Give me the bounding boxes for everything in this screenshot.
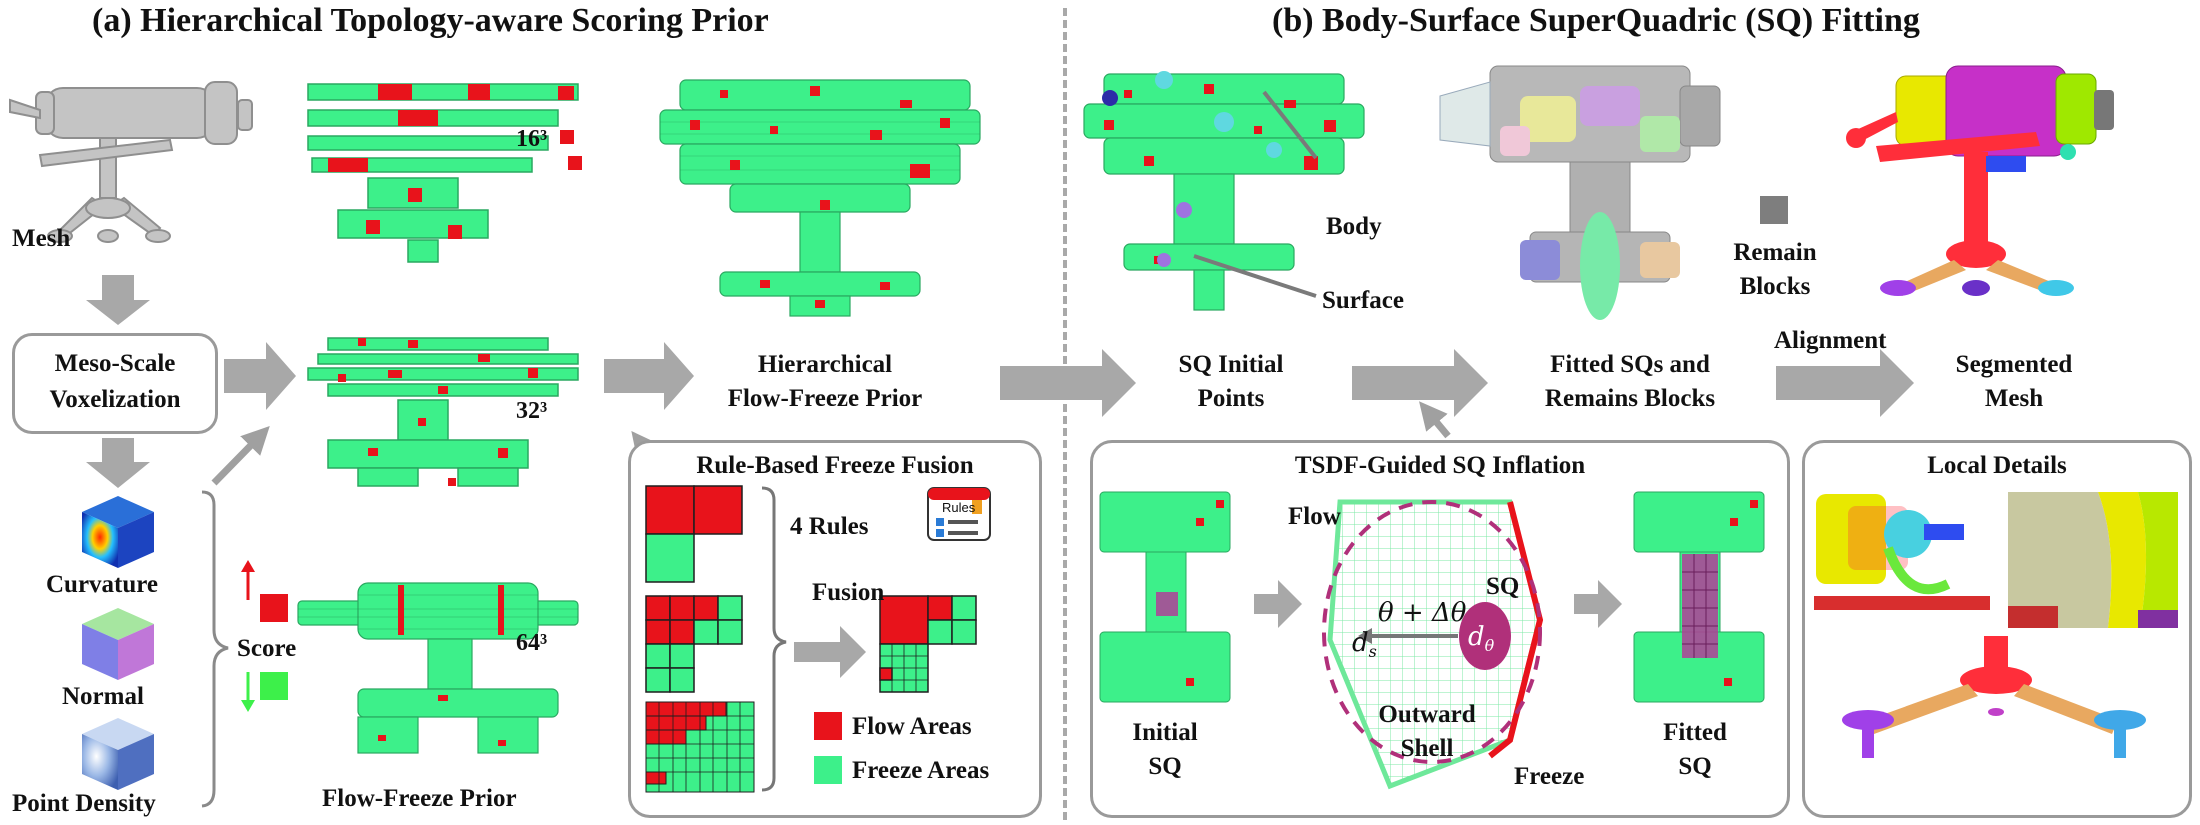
- alignment-label: Alignment: [1774, 327, 1887, 354]
- segmented-mesh-line2: Mesh: [1984, 384, 2044, 412]
- fitted-sqs-model: [1439, 65, 1788, 320]
- feature-bracket: [201, 490, 229, 808]
- hierarchical-prior-line2: Flow-Freeze Prior: [727, 384, 923, 412]
- voxel-grid-32: [307, 337, 579, 487]
- arrow-tsdf-diagonal: [1419, 401, 1451, 439]
- point-density-label: Point Density: [12, 790, 156, 817]
- ds-label: ds: [1352, 628, 1377, 661]
- tsdf-fitted-voxels: [1633, 491, 1765, 703]
- score-indicator: [241, 560, 288, 712]
- dtheta-symbol: d: [1468, 622, 1485, 652]
- arrow-fitted-to-segmented: [1776, 349, 1914, 417]
- initial-sq-line2: SQ: [1148, 752, 1182, 780]
- fitted-sqs-line1: Fitted SQs and: [1550, 351, 1710, 378]
- hierarchical-prior-line1: Hierarchical: [757, 351, 893, 378]
- rule-fusion-grids: [645, 485, 991, 793]
- outward-shell-line2: Shell: [1400, 734, 1454, 762]
- local-details-title: Local Details: [1927, 452, 2067, 479]
- remain-blocks-label: Remain Blocks: [1710, 236, 1840, 304]
- rules-count-label: 4 Rules: [790, 513, 869, 540]
- flow-freeze-prior-label: Flow-Freeze Prior: [322, 785, 517, 812]
- sq-initial-line1: SQ Initial: [1178, 351, 1284, 378]
- voxelization-box: Meso-Scale Voxelization: [12, 333, 218, 434]
- rules-icon-text: Rules: [942, 500, 976, 515]
- resolution-16: 16³: [516, 126, 548, 152]
- legend-flow-areas: Flow Areas: [852, 713, 972, 740]
- curvature-label: Curvature: [46, 571, 159, 598]
- title-right: (b) Body-Surface SuperQuadric (SQ) Fitti…: [1272, 2, 1920, 39]
- title-left: (a) Hierarchical Topology-aware Scoring …: [92, 2, 769, 39]
- sq-label: SQ: [1486, 573, 1520, 600]
- rule-fusion-title: Rule-Based Freeze Fusion: [696, 452, 974, 479]
- tsdf-inflation-diagram: [1254, 499, 1622, 790]
- local-details-renders: [1814, 492, 2178, 758]
- segmented-mesh-label: Segmented Mesh: [1944, 348, 2084, 416]
- surface-label: Surface: [1322, 287, 1404, 314]
- tsdf-title: TSDF-Guided SQ Inflation: [1294, 452, 1586, 479]
- arrow-score-diagonal: [211, 425, 270, 486]
- initial-sq-label: Initial SQ: [1120, 716, 1210, 784]
- arrow-sq-to-fitted: [1352, 349, 1488, 417]
- sq-initial-line2: Points: [1197, 384, 1265, 412]
- flow-label: Flow: [1288, 503, 1341, 530]
- voxelization-line2: Voxelization: [49, 386, 181, 414]
- arrow-voxel-to-features: [86, 438, 150, 488]
- fusion-label: Fusion: [812, 579, 885, 606]
- remain-blocks-line2: Blocks: [1739, 272, 1811, 300]
- sq-initial-voxels: [1083, 71, 1365, 311]
- dtheta-label: dθ: [1468, 622, 1494, 655]
- segmented-mesh-line1: Segmented: [1955, 351, 2073, 378]
- remain-block-swatch: [1760, 196, 1788, 224]
- fitted-sqs-line2: Remains Blocks: [1544, 384, 1716, 412]
- remain-blocks-line1: Remain: [1733, 239, 1817, 266]
- legend-freeze-areas: Freeze Areas: [852, 757, 990, 784]
- fitted-sq-label: Fitted SQ: [1650, 716, 1740, 784]
- fitted-sq-line2: SQ: [1678, 752, 1712, 780]
- arrow-mesh-to-voxel: [86, 275, 150, 325]
- fitted-sq-line1: Fitted: [1663, 719, 1727, 746]
- voxel-grid-16: [307, 83, 582, 263]
- initial-sq-line1: Initial: [1132, 719, 1198, 746]
- fitted-sqs-label: Fitted SQs and Remains Blocks: [1500, 348, 1760, 416]
- outward-shell-line1: Outward: [1378, 701, 1476, 728]
- section-divider: [1063, 8, 1067, 820]
- segmented-mesh: [1846, 65, 2114, 296]
- tsdf-initial-voxels: [1099, 491, 1231, 703]
- hierarchical-prior-voxels: [659, 79, 981, 317]
- normal-cube: [82, 608, 154, 680]
- hierarchical-prior-label: Hierarchical Flow-Freeze Prior: [640, 348, 1010, 416]
- ds-subscript: s: [1368, 642, 1377, 662]
- resolution-64: 64³: [516, 630, 548, 656]
- curvature-cube: [82, 496, 154, 568]
- arrow-prior-to-sq: [1000, 349, 1136, 417]
- dtheta-subscript: θ: [1484, 636, 1495, 656]
- mesh-telescope-gray: [9, 81, 253, 243]
- point-density-cube: [82, 718, 154, 790]
- normal-label: Normal: [62, 683, 144, 710]
- ds-symbol: d: [1352, 628, 1369, 658]
- freeze-label: Freeze: [1514, 763, 1585, 790]
- arrow-grids-to-prior: [604, 342, 694, 410]
- outward-shell-label: Outward Shell: [1372, 698, 1482, 766]
- mesh-label: Mesh: [12, 225, 71, 252]
- theta-label: θ + Δθ: [1378, 598, 1467, 628]
- sq-initial-label: SQ Initial Points: [1156, 348, 1306, 416]
- resolution-32: 32³: [516, 398, 548, 424]
- arrow-voxel-to-grids: [224, 342, 296, 410]
- voxel-grid-64: [297, 582, 579, 754]
- score-label: Score: [237, 635, 297, 662]
- body-label: Body: [1326, 213, 1382, 240]
- voxelization-line1: Meso-Scale: [54, 350, 176, 377]
